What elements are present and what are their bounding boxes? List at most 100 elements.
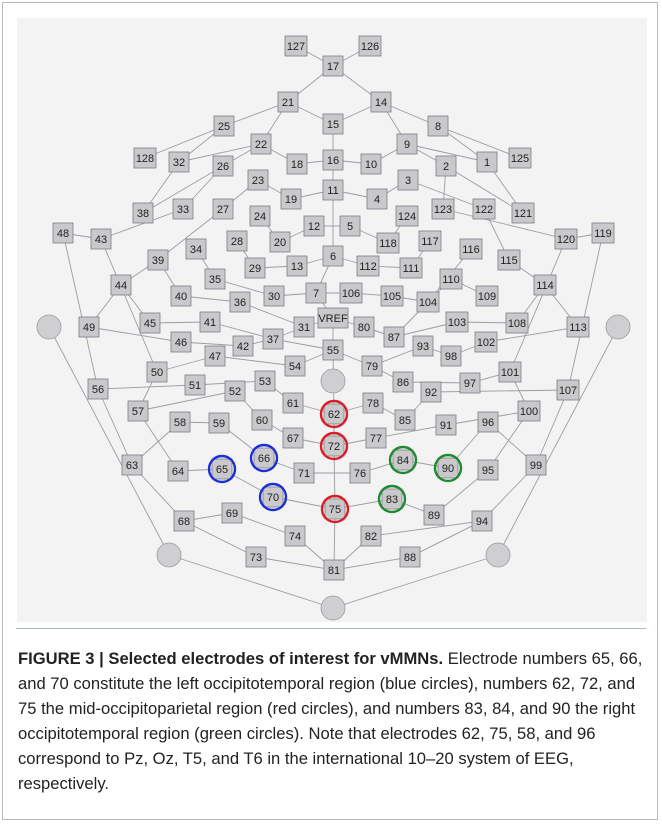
electrode-56: 56 [87,378,109,400]
blue-ring-70 [258,482,288,512]
electrode-12: 12 [303,215,325,237]
electrode-label: 62 [328,409,340,421]
electrode-15: 15 [322,113,344,135]
connection-line [509,238,567,373]
electrode-99: 99 [525,454,547,476]
electrode-57: 57 [127,400,149,422]
electrode-label: 66 [258,453,270,465]
connection-line [214,355,296,367]
electrode-79: 79 [361,355,383,377]
electrode-44: 44 [110,274,132,296]
electrode-106: 106 [339,282,363,304]
connection-line [407,179,485,210]
connection-line [485,326,579,343]
electrode-box [360,153,382,175]
electrode-label: 99 [530,460,542,472]
electrode-33: 33 [172,198,194,220]
electrode-label: 91 [440,420,452,432]
electrode-box [204,268,226,290]
electrode-126: 126 [358,35,382,57]
electrode-127: 127 [284,35,308,57]
electrode-label: 31 [298,322,310,334]
electrode-71: 71 [293,462,315,484]
connection-line [332,554,499,609]
electrode-box [498,361,522,383]
electrode-label: 56 [92,384,104,396]
reference-sensor [605,314,631,340]
electrode-10: 10 [360,153,382,175]
electrode-label: 44 [115,280,127,292]
caption-divider [16,628,646,629]
electrode-box [361,355,383,377]
electrode-box [399,546,421,568]
electrode-box [213,115,235,137]
electrode-23: 23 [247,169,269,191]
connection-line [567,232,604,391]
electrode-label: 114 [536,280,554,292]
electrode-6: 6 [322,245,344,267]
electrode-box [317,307,349,329]
electrode-2: 2 [435,155,457,177]
electrode-label: 73 [250,552,262,564]
electrode-37: 37 [262,328,284,350]
connection-line [142,165,224,214]
red-ring-75 [320,494,350,524]
electrode-label: 108 [508,318,526,330]
electrode-58: 58 [169,411,191,433]
electrode-box [224,380,246,402]
electrode-box [508,147,532,169]
connection-line [333,556,411,571]
electrode-box [221,502,243,524]
electrode-label: 94 [476,516,488,528]
electrode-box [121,454,143,476]
electrode-90: 90 [437,457,459,479]
electrode-box [554,228,578,250]
electrode-36: 36 [229,291,251,313]
connection-line [239,301,305,328]
electrode-label: 68 [178,516,190,528]
electrode-box [381,488,403,510]
electrode-label: 11 [327,185,338,197]
electrode-box [427,115,449,137]
electrode-box [471,510,493,532]
electrode-110: 110 [439,268,463,290]
electrode-box [229,291,251,313]
electrode-box [459,238,483,260]
electrode-box [208,412,230,434]
connection-line [97,384,196,390]
electrode-51: 51 [184,374,206,396]
electrode-box [399,257,423,279]
caption-text: Electrode numbers 65, 66, and 70 constit… [18,649,643,793]
electrode-label: 101 [501,367,519,379]
electrode-label: 70 [267,492,279,504]
electrode-73: 73 [245,546,267,568]
electrode-box [435,414,457,436]
electrode-label: 90 [442,463,454,475]
electrode-label: 107 [559,385,577,397]
electrode-box [356,255,380,277]
electrode-label: 76 [354,468,366,480]
electrode-47: 47 [204,345,226,367]
electrode-label: 123 [434,204,452,216]
electrode-box [305,282,327,304]
electrode-box [459,372,481,394]
electrode-61: 61 [282,392,304,414]
electrode-box [412,335,434,357]
electrode-box [139,312,161,334]
electrode-80: 80 [353,316,375,338]
electrode-label: 3 [405,175,411,187]
electrode-43: 43 [90,228,112,250]
electrode-label: 21 [282,97,294,109]
electrode-label: 51 [189,380,201,392]
electrode-label: 72 [328,441,340,453]
electrode-label: 83 [386,494,398,506]
electrode-93: 93 [412,335,434,357]
electrode-7: 7 [305,282,327,304]
electrode-label: 88 [404,552,416,564]
electrode-box [383,326,405,348]
electrode-120: 120 [554,228,578,250]
electrode-label: 121 [514,208,532,220]
connection-line [370,520,483,537]
electrode-label: 128 [136,153,154,165]
